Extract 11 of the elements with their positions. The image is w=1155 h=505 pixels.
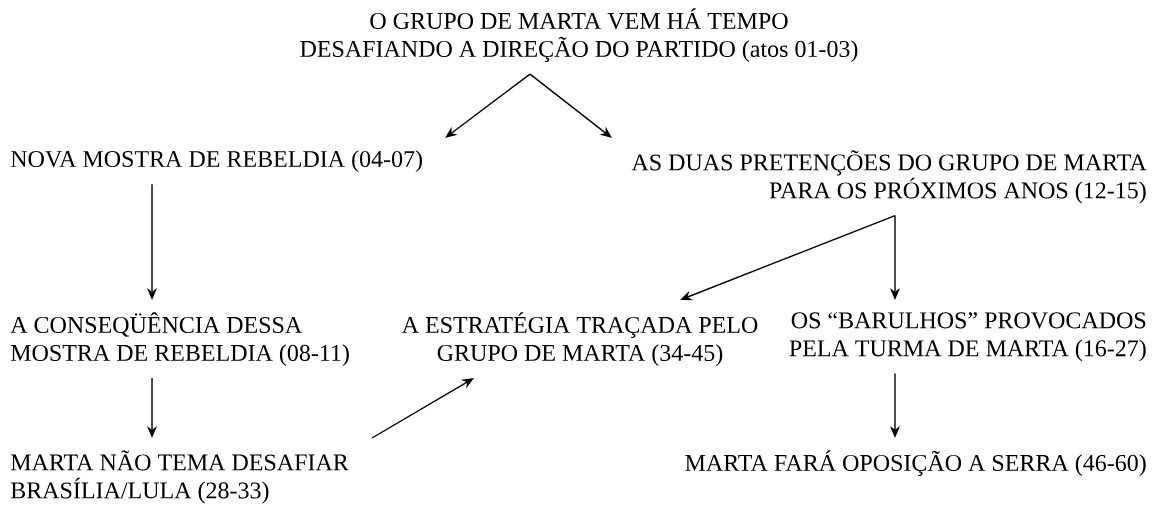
arrow: [529, 73, 612, 138]
node-label: NOVA MOSTRA DE REBELDIA (04-07): [10, 150, 422, 172]
arrow: [445, 73, 531, 138]
node-label: A ESTRATÉGIA TRAÇADA PELO GRUPO DE MARTA (34-45): [401, 312, 758, 366]
node-label: OS “BARULHOS” PROVOCADOS PELA TURMA DE MARTA (16-27): [789, 312, 1146, 362]
node-label: AS DUAS PRETENÇÕES DO GRUPO DE MARTA PARA OS PRÓXIMOS ANOS (12-15): [631, 150, 1147, 204]
arrow: [371, 378, 474, 439]
node-label: MARTA FARÁ OPOSIÇÃO A SERRA (46-60): [685, 450, 1146, 476]
node-label: A CONSEQÜÊNCIA DESSA MOSTRA DE REBELDIA (08-11): [10, 312, 349, 366]
node-label: O GRUPO DE MARTA VEM HÁ TEMPO DESAFIANDO A DIREÇÃO DO PARTIDO (atos 01-03): [300, 8, 858, 62]
node-label: MARTA NÃO TEMA DESAFIAR BRASÍLIA/LULA (28-33): [10, 450, 349, 504]
